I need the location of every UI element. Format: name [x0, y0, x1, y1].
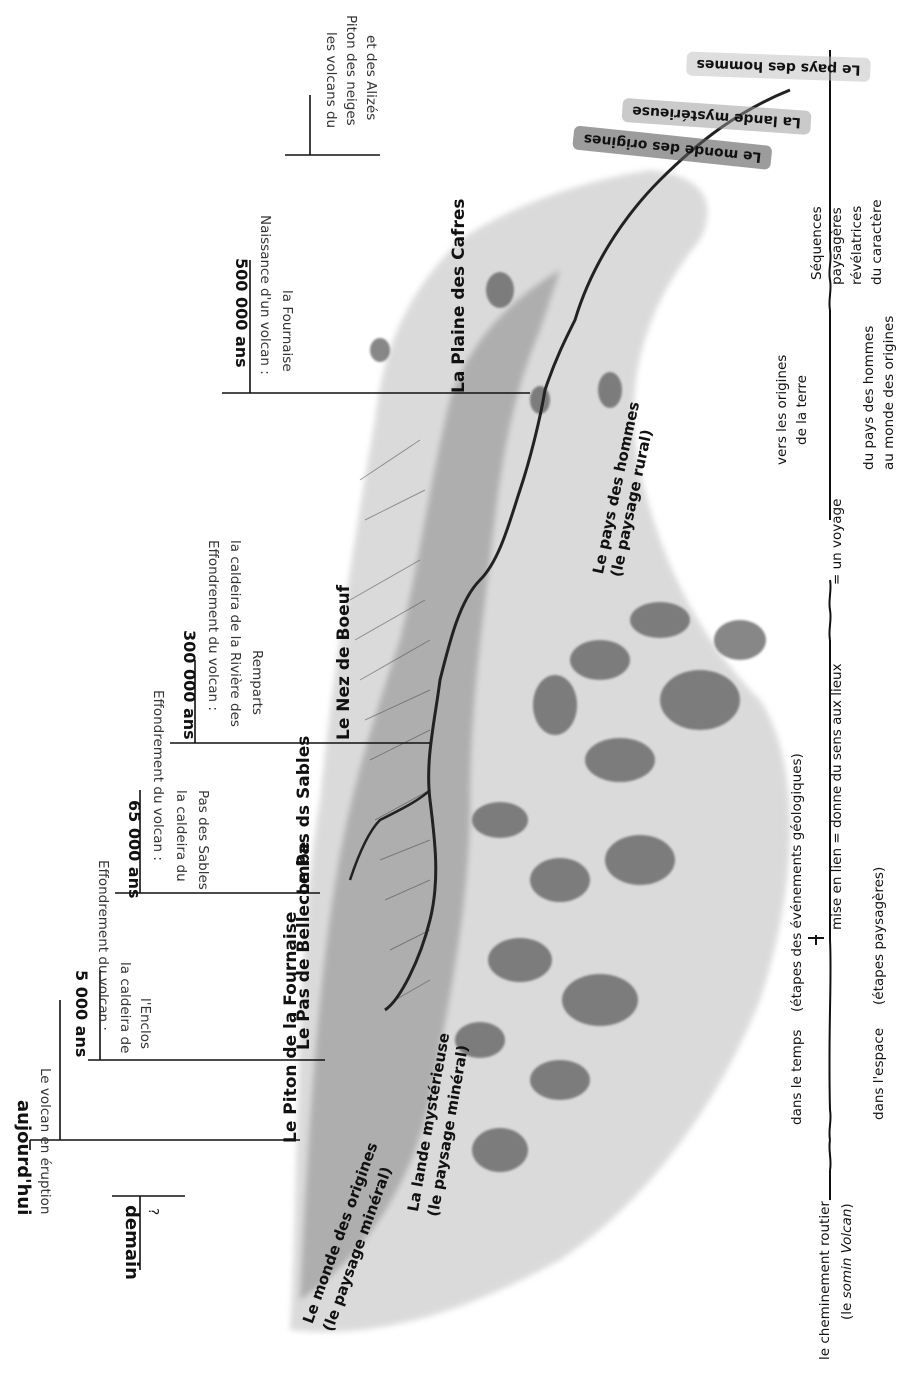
place-sables: Le Pas ds Sables	[295, 736, 315, 895]
place-nez: Le Nez de Boeuf	[335, 585, 355, 740]
sequences-1: Séquences	[810, 206, 826, 280]
desc-65000-1: Effondrement du volcan :	[149, 690, 165, 861]
desc-5000-2: la caldeira de	[116, 962, 132, 1053]
desc-65000-3: Pas des Sables	[194, 790, 210, 890]
date-500000: 500 000 ans	[232, 258, 250, 368]
cheminement-1: le cheminement routier	[818, 1201, 834, 1360]
date-demain: demain	[120, 1205, 141, 1280]
desc-5000-1: Effondrement du volcan :	[94, 860, 110, 1031]
sequences-3: révélatrices	[850, 206, 866, 285]
du-pays-2: au monde des origines	[882, 316, 898, 470]
cheminement-2: (le somin Volcan)	[840, 1203, 856, 1320]
desc-300000-3: Remparts	[248, 650, 264, 715]
date-5000: 5 000 ans	[72, 970, 90, 1057]
sequences-4: du caractère	[870, 199, 886, 285]
vers-origines-2: de la terre	[795, 375, 811, 445]
date-65000: 65 000 ans	[125, 800, 143, 899]
desc-300000-1: Effondrement du volcan :	[204, 540, 220, 711]
un-voyage: = un voyage	[830, 499, 846, 585]
date-aujourdhui: aujourd'hui	[12, 1100, 33, 1215]
dans-l-espace: dans l'espace	[872, 1028, 888, 1120]
etapes-geologiques: (étapes des événements géologiques)	[790, 753, 806, 1012]
vers-origines-1: vers les origines	[775, 355, 791, 465]
date-300000: 300 000 ans	[180, 630, 198, 740]
desc-old-3: et des Alizés	[362, 35, 378, 120]
desc-500000-2: la Fournaise	[278, 290, 294, 372]
desc-demain: ?	[144, 1208, 160, 1215]
du-pays-1: du pays des hommes	[862, 326, 878, 470]
dans-le-temps: dans le temps	[790, 1030, 806, 1125]
place-plaine: La Plaine des Cafres	[450, 199, 470, 393]
etapes-paysageres: (étapes paysagères)	[872, 867, 888, 1005]
desc-500000-1: Naissance d'un volcan :	[256, 215, 272, 375]
desc-old-2: Piton des neiges	[342, 15, 358, 126]
sequences-2: paysagères	[830, 207, 846, 285]
desc-300000-2: la caldeira de la Rivière des	[226, 540, 242, 727]
mise-en-lien: mise en lien = donne du sens aux lieux	[830, 663, 846, 930]
desc-aujourdhui: Le volcan en éruption	[36, 1068, 52, 1214]
desc-5000-3: l'Enclos	[136, 998, 152, 1049]
desc-old-1: les volcans du	[322, 32, 338, 128]
desc-65000-2: la caldeira du	[172, 790, 188, 882]
